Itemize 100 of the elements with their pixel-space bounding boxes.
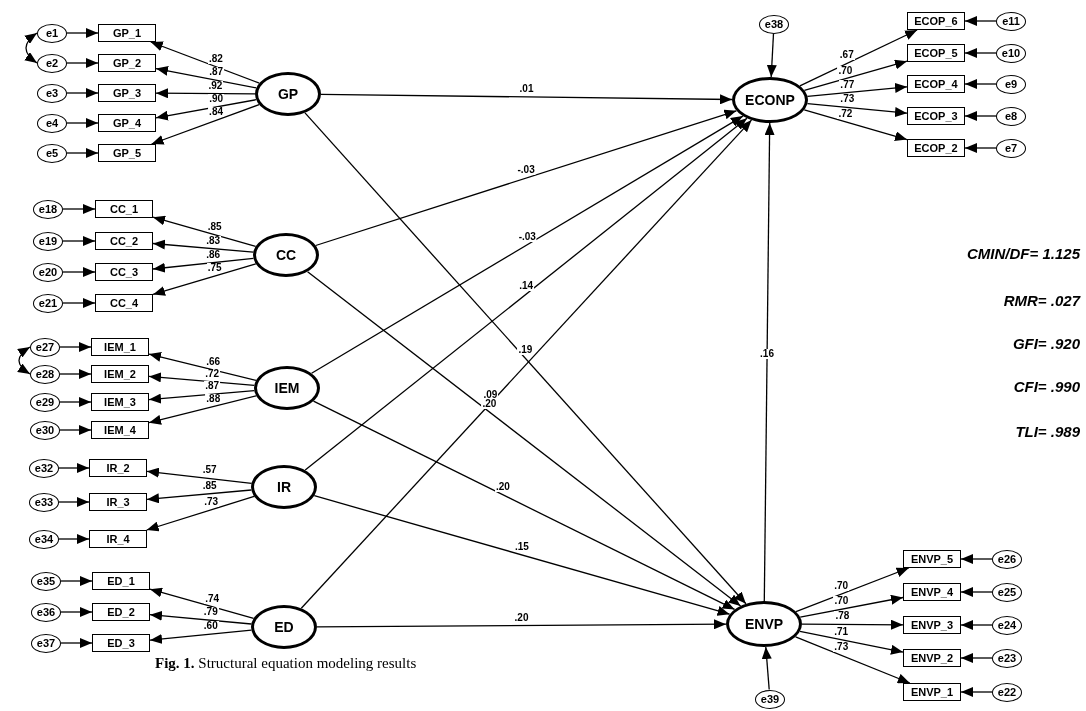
arrow: [59, 397, 92, 407]
fit-statistic: CFI= .990: [1013, 378, 1080, 395]
arrow: [59, 369, 92, 379]
edge-label: .82: [207, 53, 224, 64]
error-term-oval: e29: [30, 392, 60, 412]
indicator-box: GP_4: [98, 114, 156, 132]
arrow: [66, 118, 99, 128]
indicator-box: IR_4: [89, 530, 147, 548]
arrow: [66, 148, 99, 158]
error-term-oval: e18: [33, 199, 63, 219]
indicator-box: IEM_1: [91, 338, 149, 356]
error-term-oval: e4: [37, 113, 67, 133]
error-term-oval: e7: [996, 138, 1026, 158]
arrow: [320, 93, 733, 105]
arrow: [960, 653, 993, 663]
fit-statistic: CMIN/DF= 1.125: [967, 245, 1080, 262]
edge-label: .72: [204, 368, 221, 379]
fit-statistic: RMR= .027: [1003, 292, 1080, 309]
error-term-oval: e25: [992, 582, 1022, 602]
error-term-oval: e11: [996, 11, 1026, 31]
edge-label: .60: [202, 621, 219, 632]
edge-label: .19: [517, 345, 534, 356]
arrow: [312, 400, 736, 611]
error-term-oval: e3: [37, 83, 67, 103]
indicator-box: ENVP_3: [903, 616, 961, 634]
indicator-box: ENVP_4: [903, 583, 961, 601]
arrow: [799, 594, 904, 618]
error-term-oval: e36: [31, 602, 61, 622]
arrow: [62, 267, 96, 277]
arrow: [149, 587, 255, 620]
arrow: [960, 554, 993, 564]
indicator-box: GP_1: [98, 24, 156, 42]
arrow: [316, 619, 727, 630]
arrow: [150, 41, 260, 84]
indicator-box: GP_2: [98, 54, 156, 72]
indicator-box: IR_2: [89, 459, 147, 477]
error-term-oval: e32: [29, 458, 59, 478]
edge-label: -.03: [517, 231, 537, 242]
edge-label: .73: [833, 642, 850, 653]
indicator-box: ED_3: [92, 634, 150, 652]
arrow: [66, 28, 99, 38]
error-term-oval: e30: [30, 420, 60, 440]
arrow: [149, 610, 252, 625]
curved-double-arrow: [17, 346, 31, 375]
arrow: [960, 620, 993, 630]
edge-label: .87: [204, 381, 221, 392]
error-term-oval: e26: [992, 549, 1022, 569]
error-term-oval: e8: [996, 106, 1026, 126]
edge-label: .85: [201, 480, 218, 491]
edge-label: .75: [206, 263, 223, 274]
fit-statistic: TLI= .989: [1015, 423, 1080, 440]
edge-label: .73: [839, 94, 856, 105]
error-term-oval: e28: [30, 364, 60, 384]
indicator-box: ED_2: [92, 603, 150, 621]
indicator-box: ECOP_5: [907, 44, 965, 62]
edge-label: .20: [513, 612, 530, 623]
edge-label: -.03: [516, 165, 536, 176]
edge-label: .77: [839, 79, 856, 90]
indicator-box: CC_2: [95, 232, 153, 250]
error-term-oval: e1: [37, 23, 67, 43]
indicator-box: IEM_2: [91, 365, 149, 383]
latent-variable-ellipse: GP: [255, 72, 321, 116]
error-term-oval: e23: [992, 648, 1022, 668]
arrow: [766, 32, 777, 78]
error-term-oval: e9: [996, 74, 1026, 94]
arrow: [155, 88, 256, 99]
arrow: [152, 263, 257, 296]
latent-variable-ellipse: IR: [251, 465, 317, 509]
arrow: [799, 29, 918, 87]
error-term-oval: e27: [30, 337, 60, 357]
edge-label: .73: [203, 496, 220, 507]
indicator-box: ECOP_6: [907, 12, 965, 30]
error-term-oval: e37: [31, 633, 61, 653]
arrow: [58, 497, 90, 507]
arrow: [148, 390, 255, 404]
arrow: [964, 143, 997, 153]
edge-label: .70: [833, 596, 850, 607]
edge-label: .92: [207, 80, 224, 91]
arrow: [149, 629, 253, 644]
arrow: [59, 425, 92, 435]
arrow: [148, 372, 255, 386]
caption: Fig. 1. Structural equation modeling results: [155, 655, 417, 672]
indicator-box: ENVP_1: [903, 683, 961, 701]
arrow: [146, 495, 255, 532]
arrow: [960, 587, 993, 597]
edge-label: .74: [204, 593, 221, 604]
arrow: [66, 88, 99, 98]
arrow: [146, 489, 252, 504]
edge-label: .01: [518, 83, 535, 94]
fit-statistic: GFI= .920: [1012, 335, 1080, 352]
arrow: [59, 342, 92, 352]
edge-label: .86: [205, 249, 222, 260]
arrow: [960, 687, 993, 697]
indicator-box: CC_4: [95, 294, 153, 312]
arrow: [761, 646, 772, 691]
arrow: [60, 607, 93, 617]
arrow: [150, 103, 260, 145]
indicator-box: GP_5: [98, 144, 156, 162]
edge-label: .16: [759, 349, 775, 359]
error-term-oval: e22: [992, 682, 1022, 702]
